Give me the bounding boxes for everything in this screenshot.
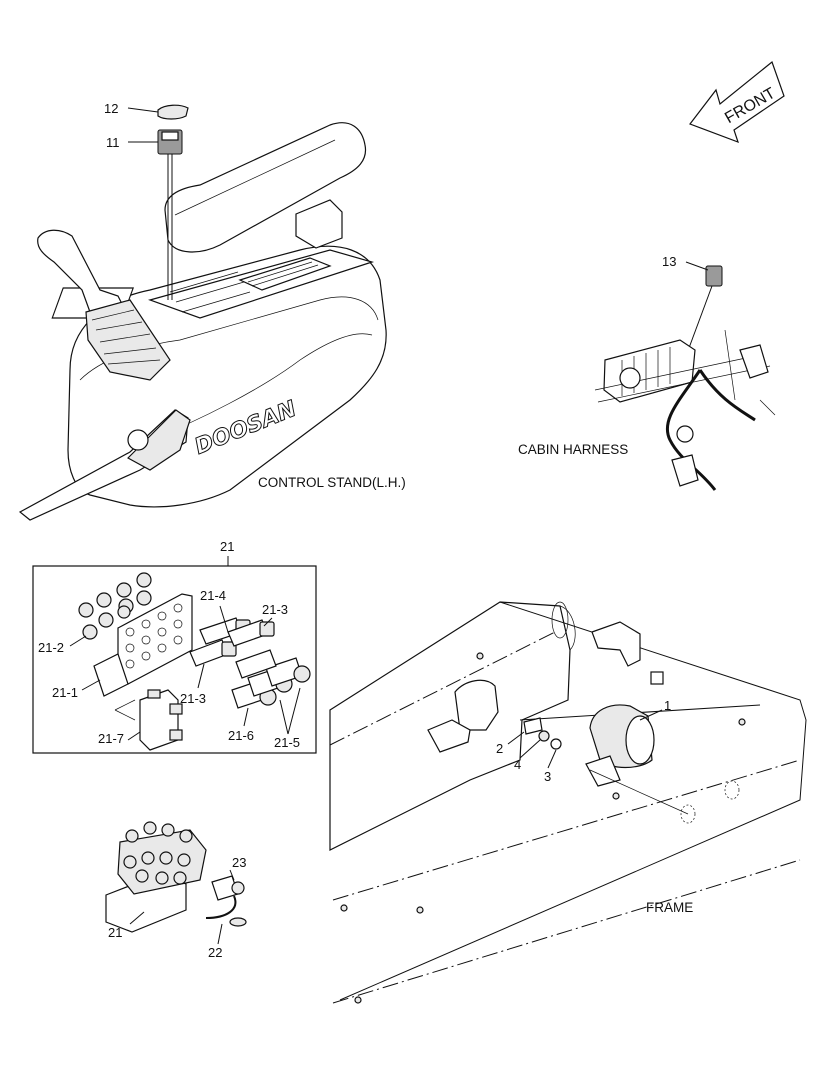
callout-2: 2 <box>496 741 503 756</box>
detail-box-21 <box>32 565 317 754</box>
callout-1: 1 <box>664 698 671 713</box>
callout-21-top: 21 <box>220 539 234 554</box>
callout-22: 22 <box>208 945 222 960</box>
callout-21-1: 21-1 <box>52 685 78 700</box>
cabin-harness-caption: CABIN HARNESS <box>518 442 628 457</box>
callout-21-6: 21-6 <box>228 728 254 743</box>
frame-illustration <box>329 601 807 1004</box>
callout-21-7: 21-7 <box>98 731 124 746</box>
front-arrow: FRONT <box>689 60 785 144</box>
callout-3: 3 <box>544 769 551 784</box>
callout-21-3-upper: 21-3 <box>262 602 288 617</box>
callout-21-2: 21-2 <box>38 640 64 655</box>
detail-21-parts <box>78 572 311 751</box>
cabin-harness-illustration <box>594 265 776 491</box>
callout-11: 11 <box>106 135 120 150</box>
frame-caption: FRAME <box>646 900 693 915</box>
callout-21-bottom: 21 <box>108 925 122 940</box>
callout-23: 23 <box>232 855 246 870</box>
callout-12: 12 <box>104 101 118 116</box>
callout-21-4: 21-4 <box>200 588 226 603</box>
manifold-illustration <box>105 821 247 933</box>
callout-21-5: 21-5 <box>274 735 300 750</box>
callout-21-3-lower: 21-3 <box>180 691 206 706</box>
control-stand-illustration: DOOSAN <box>18 104 387 521</box>
callout-13: 13 <box>662 254 676 269</box>
callout-4: 4 <box>514 757 521 772</box>
control-stand-caption: CONTROL STAND(L.H.) <box>258 475 406 490</box>
